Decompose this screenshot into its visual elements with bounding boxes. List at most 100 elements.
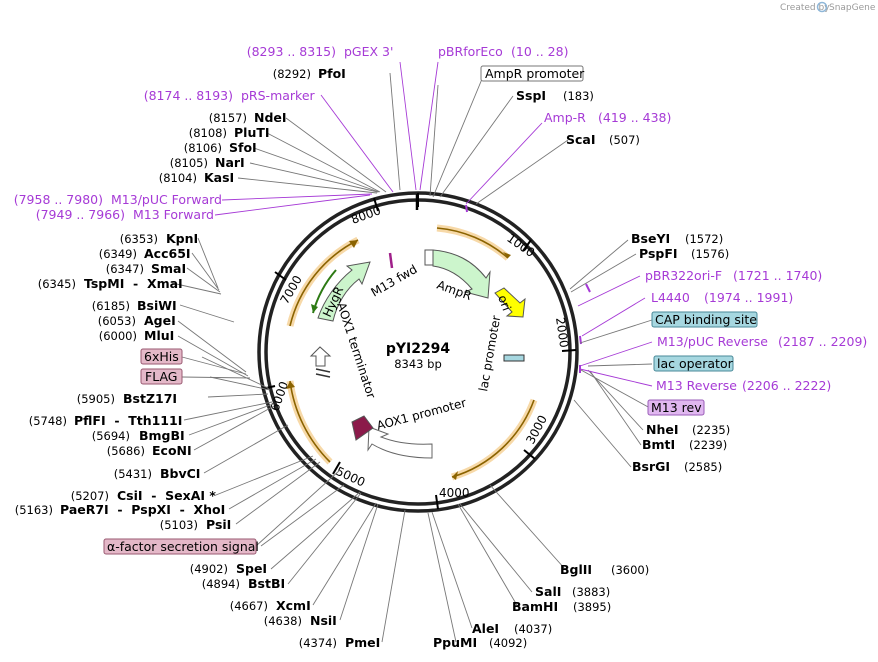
site-bsiwi-text: BsiWI — [137, 298, 177, 313]
feature-labels: AmpR promoter CAP binding site lac opera… — [103, 65, 758, 555]
orf-arc-bottom-left — [286, 380, 333, 465]
site-ndei-text: NdeI — [254, 110, 287, 125]
site-agei-text: (6053) — [98, 314, 136, 328]
site-nsii: (4638)NsiI — [264, 613, 337, 628]
feature-labels-text: FLAG — [145, 369, 177, 384]
site-bbvci: (5431)BbvCI — [114, 466, 201, 481]
ori-arrow — [494, 287, 526, 318]
site-acc65i-text: Acc65I — [144, 246, 191, 261]
primer-l4440-text: L4440 — [651, 290, 690, 305]
site-sali-text: (3883) — [572, 585, 610, 599]
site-xmai-text: TspMI - XmaI — [84, 276, 183, 291]
site-tth111i: (5748) PflFI - Tth111I — [29, 413, 183, 428]
primer-pbrforeco-text: (10 .. 28) — [511, 44, 568, 59]
site-nhei-text: (2235) — [692, 423, 730, 437]
site-bstbi-text: BstBI — [248, 576, 285, 591]
inner-features — [309, 249, 526, 459]
site-bstz17i: (5905) BstZ17I — [77, 391, 177, 406]
site-pfoi-text: (8292) — [273, 67, 311, 81]
feature-labels-text: α-factor secretion signal — [107, 539, 259, 554]
site-mlui-text: MluI — [144, 328, 174, 343]
site-xhoi-text: PaeR7I - PspXI - XhoI — [60, 502, 225, 517]
site-scai-text: ScaI — [566, 132, 596, 147]
primer-m13-reverse-text: M13 Reverse — [656, 378, 737, 393]
site-xcmi-text: (4667) — [230, 599, 268, 613]
site-ppumi-text: PpuMI — [433, 635, 477, 650]
primer-amp-r-text: Amp-R — [544, 110, 586, 125]
site-bstbi: (4894) BstBI — [202, 576, 285, 591]
primer-pbrforeco: pBRforEco(10 .. 28) — [438, 44, 568, 59]
site-sfoi: (8106)SfoI — [184, 140, 257, 155]
feature-labels-box — [103, 538, 257, 555]
primer-m13-reverse: M13 Reverse(2206 .. 2222) — [656, 378, 831, 393]
feature-labels-box — [140, 368, 183, 385]
site-pfoi: (8292)PfoI — [273, 66, 346, 81]
tick-mark-8000 — [373, 197, 379, 212]
aox1-terminator-label: AOX1 terminator — [334, 301, 378, 401]
tick-mark-1000 — [522, 239, 532, 252]
site-smai: (6347)SmaI — [106, 261, 186, 276]
site-pmei-text: (4374) — [299, 636, 337, 650]
site-acc65i-text: (6349) — [99, 247, 137, 261]
site-tth111i-text: (5748) — [29, 414, 67, 428]
primer-prs-marker: (8174 .. 8193)pRS-marker — [144, 88, 316, 103]
site-nsii-text: NsiI — [310, 613, 337, 628]
feature-flag: FLAG — [140, 368, 183, 385]
primer-m13-puc-reverse-text: (2187 .. 2209) — [778, 334, 867, 349]
feature-lac-operator: lac operator — [653, 355, 734, 372]
site-agei-text: AgeI — [144, 313, 176, 328]
site-tth111i-text: PflFI - Tth111I — [74, 413, 182, 428]
site-bamhi: BamHI(3895) — [512, 599, 611, 614]
feature-labels-text: CAP binding site — [655, 312, 757, 327]
site-nari-text: (8105) — [170, 156, 208, 170]
aox1-promoter-arrow — [367, 426, 433, 459]
ampr-arrow — [432, 249, 491, 299]
site-bstbi-text: (4894) — [202, 577, 240, 591]
site-sspi: SspI(183) — [516, 88, 594, 103]
feature-m13-rev: M13 rev — [647, 399, 705, 416]
primer-prs-marker-text: pRS-marker — [241, 88, 316, 103]
plasmid-name: pYI2294 — [386, 341, 451, 357]
tick-mark-5000 — [332, 461, 341, 475]
site-nhei-text: NheI — [646, 422, 679, 437]
primer-m13-puc-forward-text: M13/pUC Forward — [111, 192, 222, 207]
leader-lines — [171, 72, 644, 643]
primers: (8293 .. 8315)pGEX 3' pBRforEco(10 .. 28… — [14, 44, 868, 393]
tick-4000: 4000 — [439, 486, 470, 500]
site-bsrgi-text: BsrGI — [632, 459, 670, 474]
site-bamhi-text: BamHI — [512, 599, 558, 614]
primer-m13-forward: (7949 .. 7966)M13 Forward — [36, 207, 214, 222]
site-bstz17i-text: BstZ17I — [123, 391, 177, 406]
lac-promoter-label: lac promoter — [476, 314, 503, 392]
site-bseyi: BseYI(1572) — [631, 231, 723, 246]
primer-m13-puc-forward-text: (7958 .. 7980) — [14, 192, 103, 207]
site-sspi-text: SspI — [516, 88, 546, 103]
site-bstz17i-text: (5905) — [77, 392, 115, 406]
site-ndei: (8157) NdeI — [209, 110, 287, 125]
site-econi: (5686)EcoNI — [107, 443, 192, 458]
site-xhoi-text: (5163) — [15, 503, 53, 517]
site-sexai-text: (5207) — [71, 489, 109, 503]
site-kasi-text: KasI — [204, 170, 234, 185]
site-agei: (6053) AgeI — [98, 313, 176, 328]
site-spei: (4902)SpeI — [190, 561, 267, 576]
primer-pbr322ori-f: pBR322ori-F(1721 .. 1740) — [645, 268, 822, 283]
site-ndei-text: (8157) — [209, 111, 247, 125]
site-spei-text: (4902) — [190, 562, 228, 576]
site-kpni-text: (6353) — [120, 232, 158, 246]
site-xcmi-text: XcmI — [276, 598, 311, 613]
site-psii-text: (5103) — [160, 518, 198, 532]
feature-labels-box — [647, 399, 705, 416]
credit-prefix: Created by — [780, 3, 830, 13]
site-pluti-text: (8108) — [189, 126, 227, 140]
feature-labels-box — [653, 355, 734, 372]
ori-label: ori — [495, 293, 513, 312]
primer-pgex3-text: (8293 .. 8315) — [247, 44, 336, 59]
site-bglii-text: BglII — [560, 562, 592, 577]
site-pmei: (4374)PmeI — [299, 635, 381, 650]
site-scai-text: (507) — [609, 133, 640, 147]
feature-6xhis: 6xHis — [140, 348, 183, 365]
hygr-arrow — [317, 261, 371, 322]
site-acc65i: (6349) Acc65I — [99, 246, 191, 261]
